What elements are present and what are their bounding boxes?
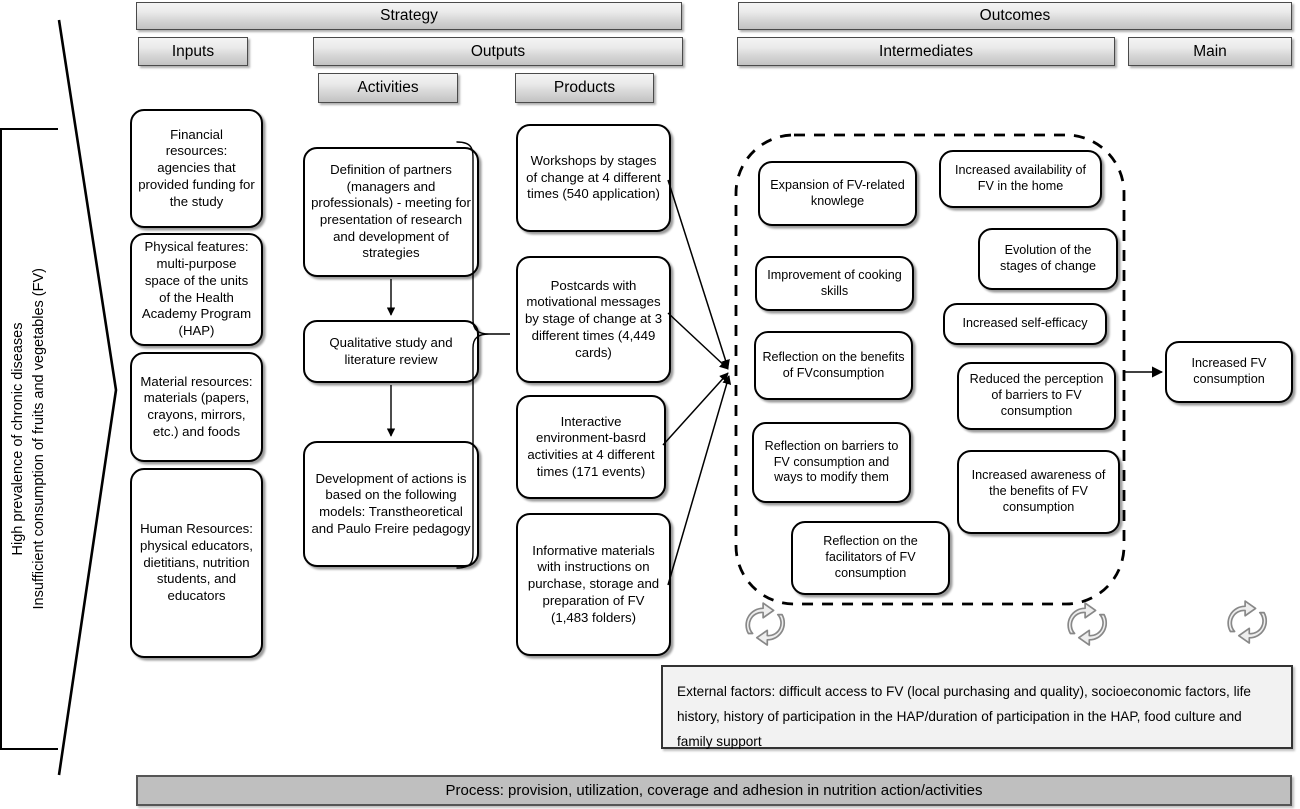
header-strategy: Strategy: [136, 2, 682, 30]
node-label: Qualitative study and literature review: [329, 334, 453, 367]
header-inputs-label: Inputs: [171, 42, 215, 60]
recycle-arrows-icon: [745, 602, 786, 646]
context-label: High prevalence of chronic diseases Insu…: [9, 268, 47, 610]
node-label: Physical features: multi-purpose space o…: [141, 239, 252, 338]
node-label: Material resources: materials (papers, c…: [140, 373, 253, 439]
header-strategy-label: Strategy: [380, 7, 438, 25]
intermediate-node-increased-awareness: Increased awareness of the benefits of F…: [957, 450, 1120, 534]
node-label: Increased availability of FV in the home: [955, 163, 1086, 193]
node-label: Workshops by stages of change at 4 diffe…: [526, 152, 661, 202]
node-label: Increased awareness of the benefits of F…: [971, 468, 1106, 514]
node-label: Reflection on the benefits of FVconsumpt…: [762, 349, 905, 380]
header-intermediates: Intermediates: [737, 37, 1115, 66]
activity-node-definition-of-partners: Definition of partners (managers and pro…: [303, 147, 479, 277]
intermediate-node-expansion-knowledge: Expansion of FV-related knowlege: [758, 161, 917, 226]
header-activities-label: Activities: [357, 79, 419, 97]
external-factors-label: External factors: difficult access to FV…: [677, 684, 1251, 750]
node-label: Financial resources: agencies that provi…: [138, 126, 255, 209]
input-node-human-resources: Human Resources: physical educators, die…: [130, 468, 263, 658]
external-factors-box: External factors: difficult access to FV…: [661, 665, 1293, 749]
context-vertical-text: High prevalence of chronic diseases Insu…: [0, 128, 58, 750]
header-outcomes-label: Outcomes: [979, 7, 1051, 25]
header-products-label: Products: [553, 79, 616, 97]
process-bar: Process: provision, utilization, coverag…: [136, 775, 1292, 806]
node-label: Increased FV consumption: [1191, 356, 1267, 386]
product-node-postcards: Postcards with motivational messages by …: [516, 256, 671, 383]
node-label: Informative materials with instructions …: [527, 542, 660, 625]
products-to-intermediates-arrows: [662, 179, 732, 586]
header-main-label: Main: [1193, 42, 1227, 60]
intermediate-node-availability-home: Increased availability of FV in the home: [939, 150, 1102, 208]
context-arrow-shape: [57, 19, 118, 776]
recycle-arrows-icon: [1067, 602, 1108, 646]
node-label: Reduced the perception of barriers to FV…: [969, 372, 1104, 418]
header-activities: Activities: [318, 73, 458, 103]
process-bar-label: Process: provision, utilization, coverag…: [445, 782, 983, 799]
header-outcomes: Outcomes: [738, 2, 1292, 30]
intermediate-node-self-efficacy: Increased self-efficacy: [943, 303, 1107, 345]
node-label: Definition of partners (managers and pro…: [311, 161, 471, 261]
node-label: Human Resources: physical educators, die…: [140, 521, 253, 604]
product-node-interactive-activities: Interactive environment-basrd activities…: [516, 395, 666, 499]
intermediate-node-stages-evolution: Evolution of the stages of change: [978, 228, 1118, 290]
header-products: Products: [515, 73, 654, 103]
node-label: Development of actions is based on the f…: [311, 470, 471, 536]
intermediate-node-cooking-skills: Improvement of cooking skills: [755, 256, 914, 311]
node-label: Reflection on barriers to FV consumption…: [764, 438, 899, 485]
activity-node-development-of-actions: Development of actions is based on the f…: [303, 441, 479, 567]
node-label: Interactive environment-basrd activities…: [527, 413, 655, 479]
activity-node-qualitative-study: Qualitative study and literature review: [303, 320, 479, 383]
input-node-financial-resources: Financial resources: agencies that provi…: [130, 109, 263, 228]
main-outcome-node: Increased FV consumption: [1165, 341, 1293, 403]
node-label: Evolution of the stages of change: [1000, 243, 1096, 273]
recycle-arrows-icon: [1227, 600, 1268, 644]
intermediate-node-barriers-reflection: Reflection on barriers to FV consumption…: [752, 422, 911, 503]
header-outputs: Outputs: [313, 37, 683, 66]
input-node-material-resources: Material resources: materials (papers, c…: [130, 352, 263, 462]
product-node-workshops: Workshops by stages of change at 4 diffe…: [516, 124, 671, 232]
header-outputs-label: Outputs: [470, 42, 526, 60]
node-label: Postcards with motivational messages by …: [524, 277, 663, 360]
input-node-physical-features: Physical features: multi-purpose space o…: [130, 233, 263, 346]
product-node-informative-materials: Informative materials with instructions …: [516, 513, 671, 656]
context-box: [0, 128, 58, 750]
intermediate-node-facilitators-reflection: Reflection on the facilitators of FV con…: [791, 521, 950, 595]
node-label: Reflection on the facilitators of FV con…: [823, 534, 918, 580]
intermediate-node-reduced-barriers: Reduced the perception of barriers to FV…: [957, 362, 1116, 430]
node-label: Increased self-efficacy: [962, 316, 1088, 331]
node-label: Improvement of cooking skills: [767, 267, 902, 298]
header-intermediates-label: Intermediates: [879, 42, 973, 60]
intermediate-node-benefits-reflection: Reflection on the benefits of FVconsumpt…: [754, 331, 913, 400]
header-main: Main: [1128, 37, 1292, 66]
header-inputs: Inputs: [138, 37, 248, 66]
node-label: Expansion of FV-related knowlege: [770, 177, 905, 208]
